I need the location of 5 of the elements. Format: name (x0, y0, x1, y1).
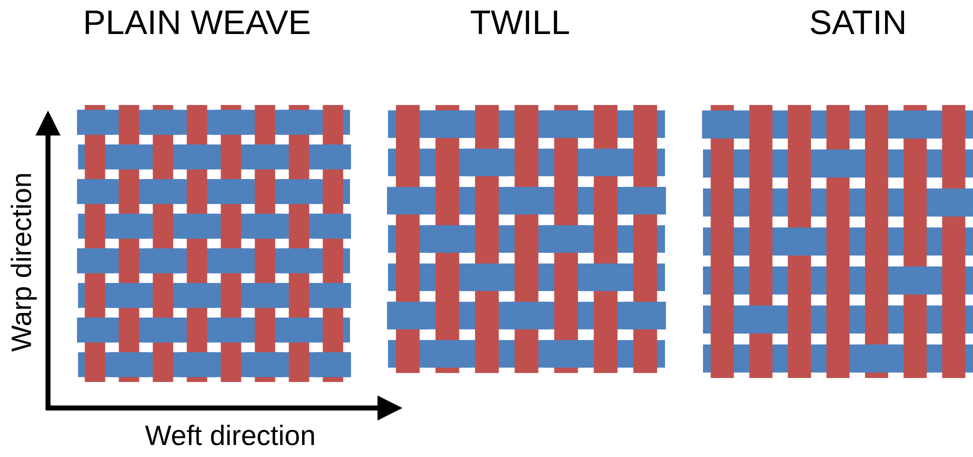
weave-title: SATIN (809, 4, 907, 43)
axis-label: Warp direction (6, 172, 38, 352)
weave-title: PLAIN WEAVE (83, 4, 311, 43)
axis-label: Weft direction (145, 420, 316, 452)
weave-title: TWILL (470, 4, 570, 43)
